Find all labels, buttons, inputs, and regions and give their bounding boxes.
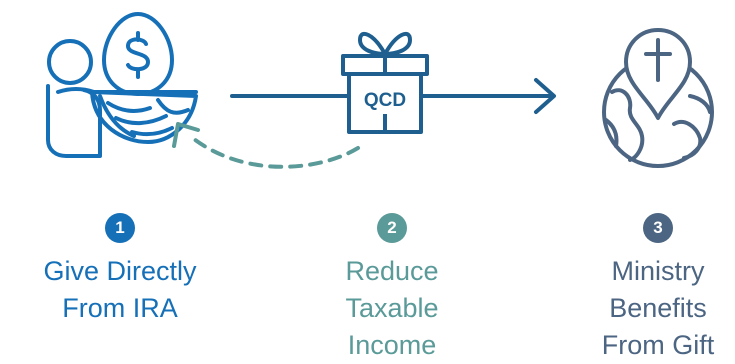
gift-box-icon bbox=[341, 31, 429, 134]
return-dashed-arrow bbox=[188, 134, 360, 169]
step-1-label: Give Directly From IRA bbox=[0, 253, 240, 327]
step-1: 1 Give Directly From IRA bbox=[0, 213, 240, 327]
flow-arrow-head bbox=[534, 78, 556, 114]
hand-dollar-egg-nest-icon bbox=[46, 12, 198, 158]
return-arrow-head bbox=[172, 122, 200, 148]
step-1-number-badge: 1 bbox=[105, 213, 135, 243]
step-1-label-line: From IRA bbox=[62, 293, 178, 323]
step-3-label-line: Ministry bbox=[611, 256, 705, 286]
step-1-label-line: Give Directly bbox=[43, 256, 197, 286]
step-3-label-line: Benefits bbox=[609, 293, 707, 323]
step-3-label-line: From Gift bbox=[601, 330, 715, 360]
step-3-number-badge: 3 bbox=[643, 213, 673, 243]
step-2-label: Reduce Taxable Income bbox=[272, 253, 512, 364]
gift-box-label: QCD bbox=[364, 90, 406, 111]
step-2-label-line: Taxable bbox=[345, 293, 439, 323]
step-2: 2 Reduce Taxable Income bbox=[272, 213, 512, 364]
step-2-number-badge: 2 bbox=[377, 213, 407, 243]
step-3-label: Ministry Benefits From Gift bbox=[538, 253, 735, 364]
globe-cross-pin-icon bbox=[602, 28, 714, 168]
step-3: 3 Ministry Benefits From Gift bbox=[538, 213, 735, 364]
step-2-label-line: Reduce bbox=[345, 256, 439, 286]
step-2-label-line: Income bbox=[347, 330, 437, 360]
